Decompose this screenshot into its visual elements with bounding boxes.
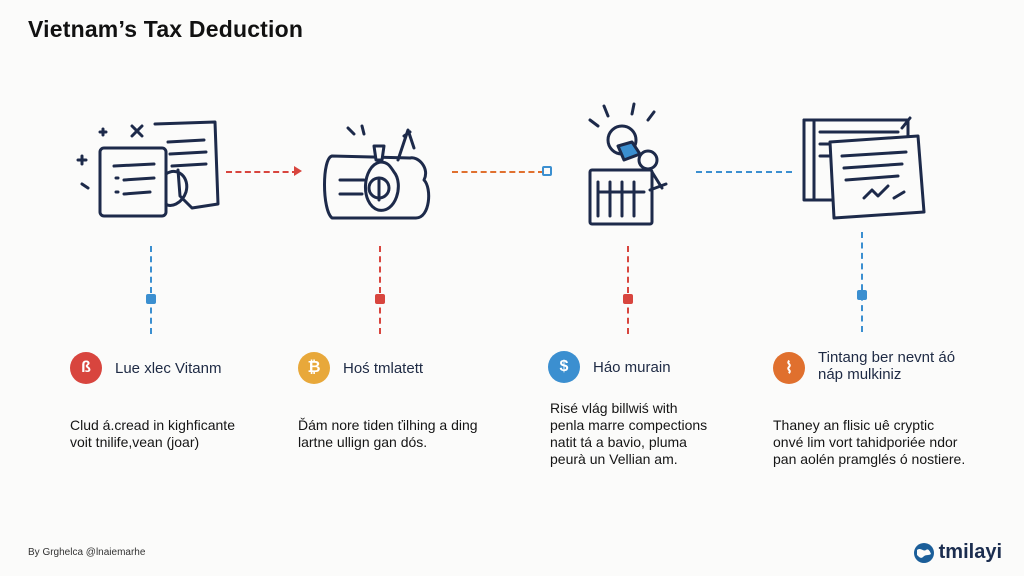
node-4	[857, 290, 867, 300]
step-3-desc-line: penla marre compections	[550, 417, 708, 433]
step-4-desc-line: Thaney an flisic uê cryptic	[773, 417, 935, 433]
step-4-label: Tintang ber nevnt áó náp mulkiniz	[818, 349, 956, 383]
step-1-heading: ß Lue xlec Vitanm	[70, 352, 221, 384]
step-2-description: Ďám nore tiden ťilhing a ding lartne ull…	[298, 417, 478, 451]
step-3-label: Háo murain	[593, 358, 671, 376]
connector-v-1	[150, 246, 152, 334]
step-1-description: Clud á.cread in kighficante voit tnilife…	[70, 417, 235, 451]
step-2-heading: ₿ Hoś tmlatett	[298, 352, 423, 384]
step-3-desc-line: natit tá a bavio, pluma	[550, 434, 687, 450]
brand-logo: tmilayi	[913, 541, 1002, 564]
step-1-label: Lue xlec Vitanm	[115, 359, 222, 377]
step-1-desc-line: Clud á.cread in kighficante	[70, 417, 235, 433]
step-3-description: Risé vlág billwiś with penla marre compe…	[550, 400, 707, 468]
globe-icon	[913, 542, 934, 563]
step-2-label: Hoś tmlatett	[343, 359, 424, 377]
report-documents-icon	[802, 116, 926, 220]
connector-v-4	[861, 232, 863, 332]
connector-v-3	[627, 246, 629, 334]
arrow-1-2	[294, 166, 302, 176]
page-title: Vietnam’s Ta​x Deduction	[28, 16, 304, 42]
connector-1-2	[226, 171, 298, 173]
step-3-badge: $	[548, 351, 580, 383]
arrow-2-3	[542, 166, 552, 176]
brand-name: tmilayi	[938, 541, 1002, 563]
step-3-heading: $ Háo murain	[548, 351, 671, 383]
step-4-description: Thaney an flisic uê cryptic onvé lim vor…	[773, 417, 965, 468]
step-2-desc-line: Ďám nore tiden ťilhing a ding	[298, 417, 478, 433]
step-3-desc-line: Risé vlág billwiś with	[550, 400, 678, 416]
footer-credit: By Grghelca @lnaiemarhe	[28, 547, 146, 558]
node-1	[146, 294, 156, 304]
connector-2-3	[452, 171, 544, 173]
step-1-badge: ß	[70, 352, 102, 384]
step-3-desc-line: peurà un Vellian am.	[550, 451, 678, 467]
node-3	[623, 294, 633, 304]
step-1-desc-line: voit tnilife,vean (joar)	[70, 434, 200, 450]
node-2	[375, 294, 385, 304]
document-checklist-icon	[76, 120, 220, 218]
step-4-desc-line: onvé lim vort tahidporiée ndor	[773, 434, 958, 450]
step-4-badge: ⌇	[773, 352, 805, 384]
step-4-heading: ⌇ Tintang ber nevnt áó náp mulkiniz	[773, 349, 956, 384]
step-2-desc-line: lartne ullign gan dós.	[298, 434, 428, 450]
person-calculator-icon	[588, 102, 668, 226]
connector-3-4	[696, 171, 792, 173]
connector-v-2	[379, 246, 381, 334]
wallet-coin-icon	[323, 124, 431, 220]
step-2-badge: ₿	[298, 352, 330, 384]
step-4-desc-line: pan aolén pramglés ó nostiere.	[773, 451, 966, 467]
